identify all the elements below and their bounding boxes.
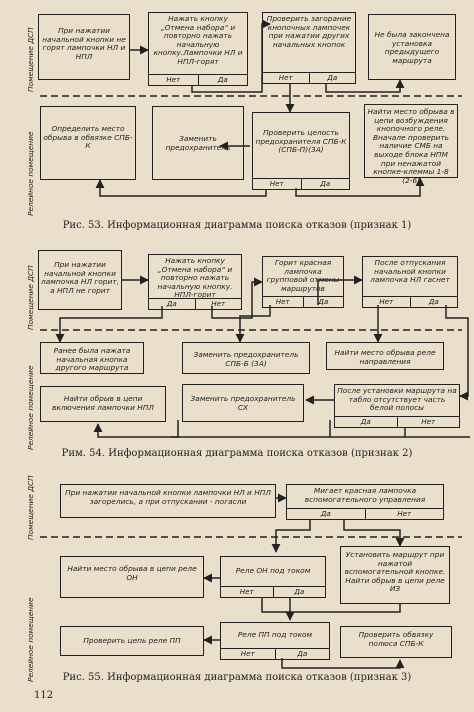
fig53-end-box-2: Найти место обрыва в цепи возбуждения кн…	[364, 104, 458, 185]
box-text: При нажатии начальной кнопки лампочка НЛ…	[41, 260, 119, 295]
answer-yes: Да	[320, 509, 331, 518]
answer-row: Нет Да	[221, 648, 329, 659]
answer-yes: Да	[166, 299, 177, 308]
fig55-relay-box-2: Установить маршрут при нажатой вспомогат…	[340, 546, 450, 604]
answer-row: Да Нет	[335, 416, 459, 427]
answer-no: Нет	[269, 179, 284, 188]
answer-no: Нет	[364, 509, 444, 519]
box-text: После отпускания начальной кнопки лампоч…	[370, 258, 450, 285]
answer-no: Нет	[194, 299, 242, 309]
answer-yes: Да	[274, 649, 330, 659]
fig54-relay-box-4: Найти обрыв в цепи включения лампочки НП…	[40, 386, 166, 422]
fig53-decision-box-1: Нажать кнопку „Отмена набора“ и повторно…	[148, 12, 248, 86]
box-text: Проверить цепь реле ПП	[83, 636, 181, 645]
fig53-decision-box-2: Проверить загорание кнопочных лампочек п…	[262, 12, 356, 84]
answer-yes: Да	[272, 587, 326, 597]
box-text: Заменить предохранитель СХ	[190, 394, 296, 412]
fig55-decision-box-3: Реле ПП под током Нет Да	[220, 622, 330, 660]
side-label-relay: Релейное помещение	[26, 131, 35, 217]
fig54-caption: Рим. 54. Информационная диаграмма поиска…	[61, 448, 413, 459]
fig55-caption: Рис. 55. Информационная диаграмма поиска…	[62, 672, 412, 683]
box-text: Мигает красная лампочка вспомогательного…	[304, 486, 426, 504]
answer-no: Нет	[396, 417, 460, 427]
answer-no: Нет	[278, 73, 293, 82]
fig53-relay-box-2: Заменить предохранитель	[152, 106, 244, 180]
answer-no: Нет	[379, 297, 394, 306]
box-text: Найти место обрыва реле направления	[334, 348, 436, 366]
box-text: При нажатии начальной кнопки не горят ла…	[42, 26, 126, 61]
box-text: Реле ОН под током	[235, 566, 311, 575]
fig54-decision-box-2: Горит красная лампочка групповой отмены …	[262, 256, 344, 308]
side-label-dsp: Помещение ДСП	[26, 27, 35, 92]
box-text: Не была закончена установка предыдущего …	[374, 30, 450, 65]
box-text: Проверить обвязку полюса СПБ-К	[358, 630, 434, 648]
box-text: Найти место обрыва в цепи реле ОН	[67, 564, 197, 582]
box-text: Заменить предохранитель СПБ-Б (3А)	[193, 350, 299, 368]
fig54-relay-box-5: Заменить предохранитель СХ	[182, 384, 304, 422]
fig53-end-box: Не была закончена установка предыдущего …	[368, 14, 456, 80]
fig54-decision-box-3: После отпускания начальной кнопки лампоч…	[362, 256, 458, 308]
box-text: Установить маршрут при нажатой вспомогат…	[344, 550, 446, 594]
box-text: Горит красная лампочка групповой отмены …	[266, 258, 340, 293]
answer-row: Нет Да	[263, 72, 355, 83]
answer-no: Нет	[166, 75, 181, 84]
fig53-relay-box-1: Определить место обрыва в обвязке СПБ-К	[40, 106, 136, 180]
fig54-relay-box-1: Ранее была нажата начальная кнопка друго…	[40, 342, 144, 374]
answer-row: Нет Да	[263, 296, 343, 307]
fig54-decision-box-1: Нажать кнопку „Отмена набора“ и повторно…	[148, 254, 242, 310]
answer-row: Нет Да	[149, 74, 247, 85]
answer-yes: Да	[409, 297, 458, 307]
box-text: После установки маршрута на табло отсутс…	[337, 386, 457, 413]
box-text: Реле ПП под током	[237, 630, 313, 639]
side-label-relay: Релейное помещение	[26, 365, 35, 451]
fig53-caption: Рис. 53. Информационная диаграмма поиска…	[62, 220, 412, 231]
box-text: Нажать кнопку „Отмена набора“ и повторно…	[153, 14, 243, 66]
side-label-relay: Релейное помещение	[26, 597, 35, 683]
fig55-decision-box-2: Реле ОН под током Нет Да	[220, 556, 326, 598]
box-text: Заменить предохранитель	[165, 134, 231, 152]
answer-no: Нет	[240, 649, 255, 658]
fig55-start-box: При нажатии начальной кнопки лампочки НЛ…	[60, 484, 276, 518]
fig55-decision-box-1: Мигает красная лампочка вспомогательного…	[286, 484, 444, 520]
box-text: Найти место обрыва в цепи возбуждения кн…	[367, 107, 455, 185]
fig55-relay-box-1: Найти место обрыва в цепи реле ОН	[60, 556, 204, 598]
box-text: Проверить целость предохранителя СПБ-К (…	[255, 128, 347, 155]
answer-row: Да Нет	[287, 508, 443, 519]
box-text: Найти обрыв в цепи включения лампочки НП…	[52, 394, 154, 412]
fig54-relay-box-3: Найти место обрыва реле направления	[326, 342, 444, 370]
fig53-decision-box-3: Проверить целость предохранителя СПБ-К (…	[252, 112, 350, 190]
answer-yes: Да	[302, 297, 344, 307]
answer-row: Нет Да	[363, 296, 457, 307]
page-number: 112	[34, 690, 54, 701]
box-text: Нажать кнопку „Отмена набора“ и повторно…	[157, 256, 233, 300]
side-label-dsp: Помещение ДСП	[26, 265, 35, 330]
fig53-start-box: При нажатии начальной кнопки не горят ла…	[38, 14, 130, 80]
fig55-relay-box-4: Проверить обвязку полюса СПБ-К	[340, 626, 452, 658]
fig54-start-box: При нажатии начальной кнопки лампочка НЛ…	[38, 250, 122, 310]
answer-row: Нет Да	[221, 586, 325, 597]
answer-row: Да Нет	[149, 298, 241, 309]
box-text: Ранее была нажата начальная кнопка друго…	[53, 346, 131, 373]
fig54-decision-box-4: После установки маршрута на табло отсутс…	[334, 384, 460, 428]
answer-no: Нет	[239, 587, 254, 596]
answer-yes: Да	[360, 417, 371, 426]
answer-row: Нет Да	[253, 178, 349, 189]
answer-yes: Да	[197, 75, 248, 85]
fig55-relay-box-3: Проверить цепь реле ПП	[60, 626, 204, 656]
box-text: Определить место обрыва в обвязке СПБ-К	[43, 124, 133, 151]
box-text: Проверить загорание кнопочных лампочек п…	[266, 14, 352, 49]
side-label-dsp: Помещение ДСП	[26, 475, 35, 540]
fig54-relay-box-2: Заменить предохранитель СПБ-Б (3А)	[182, 342, 310, 374]
answer-no: Нет	[275, 297, 290, 306]
answer-yes: Да	[308, 73, 356, 83]
box-text: При нажатии начальной кнопки лампочки НЛ…	[65, 488, 271, 506]
answer-yes: Да	[300, 179, 350, 189]
